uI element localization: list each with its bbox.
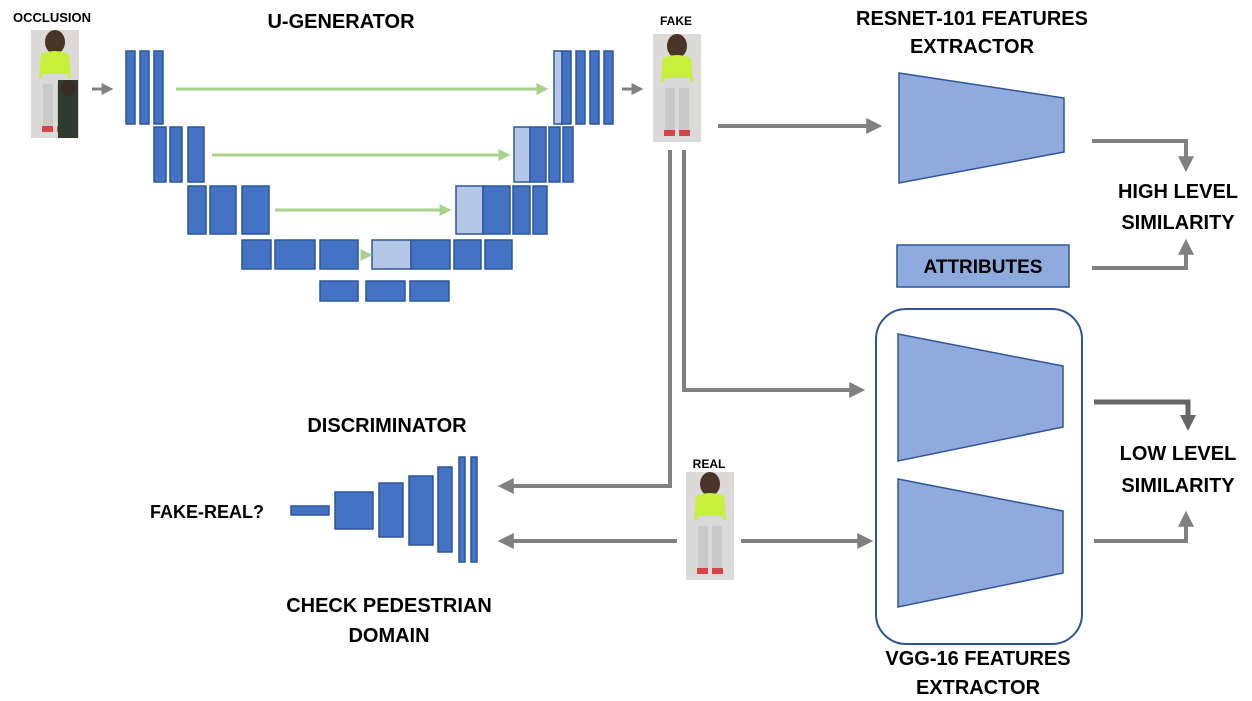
- decoder-block: [561, 50, 572, 125]
- resnet-title-line1: RESNET-101 FEATURES: [856, 8, 1088, 30]
- vgg-title-line2: EXTRACTOR: [916, 677, 1041, 699]
- resnet-extractor: [898, 72, 1065, 184]
- skip-concat-block: [513, 126, 531, 183]
- low-level-line2: SIMILARITY: [1121, 475, 1235, 497]
- decoder-block: [589, 50, 600, 125]
- encoder-block: [209, 185, 237, 235]
- u-generator: [125, 50, 614, 302]
- encoder-block: [153, 50, 164, 125]
- resnet-title-line2: EXTRACTOR: [910, 36, 1035, 58]
- discriminator-block: [378, 482, 404, 538]
- encoder-block: [139, 50, 150, 125]
- low-level-line1: LOW LEVEL: [1120, 443, 1237, 465]
- attributes-label: ATTRIBUTES: [924, 257, 1043, 278]
- discriminator-block: [470, 456, 478, 563]
- discriminator: [290, 456, 478, 563]
- decoder-block: [548, 126, 561, 183]
- decoder-block: [532, 185, 548, 235]
- real-image: [686, 472, 734, 580]
- decoder-block: [482, 185, 511, 235]
- resnet-to-high-arrow: [1092, 139, 1194, 173]
- encoder-block: [153, 126, 167, 183]
- discriminator-block: [334, 491, 374, 530]
- decoder-block: [410, 239, 451, 270]
- attributes-to-high-arrow: [1092, 238, 1194, 270]
- discriminator-block: [437, 466, 453, 553]
- check-domain-line1: CHECK PEDESTRIAN: [286, 595, 492, 617]
- encoder-block: [187, 185, 207, 235]
- real-label: REAL: [693, 457, 726, 471]
- decoder-block: [562, 126, 574, 183]
- fake-image: [653, 34, 701, 142]
- encoder-block: [274, 239, 316, 270]
- vgg-extractor-real: [897, 478, 1064, 608]
- check-domain-line2: DOMAIN: [348, 625, 429, 647]
- encoder-block: [169, 126, 183, 183]
- occlusion-input-image: [31, 30, 79, 138]
- skip-concat-block: [371, 239, 412, 270]
- high-level-line2: SIMILARITY: [1121, 212, 1235, 234]
- discriminator-block: [290, 505, 330, 516]
- bottleneck-block: [319, 280, 359, 302]
- fake-label: FAKE: [660, 14, 692, 28]
- discriminator-title: DISCRIMINATOR: [307, 415, 467, 437]
- attributes-box: [896, 244, 1070, 288]
- encoder-block: [319, 239, 359, 270]
- occlusion-label: OCCLUSION: [13, 10, 91, 25]
- bottleneck-block: [409, 280, 450, 302]
- u-generator-title: U-GENERATOR: [267, 11, 415, 33]
- vgg-extractor-container: [875, 308, 1083, 645]
- discriminator-block: [458, 456, 466, 563]
- decoder-block: [603, 50, 614, 125]
- fake-real-label: FAKE-REAL?: [150, 502, 264, 522]
- encoder-block: [241, 185, 270, 235]
- vgg-title-line1: VGG-16 FEATURES: [885, 648, 1070, 670]
- decoder-block: [453, 239, 482, 270]
- encoder-block: [187, 126, 205, 183]
- decoder-block: [484, 239, 513, 270]
- fake-to-vgg-arrow: [682, 150, 866, 398]
- decoder-block: [512, 185, 531, 235]
- discriminator-block: [408, 475, 434, 546]
- bottleneck-block: [365, 280, 406, 302]
- skip-concat-block: [553, 50, 563, 125]
- high-level-line1: HIGH LEVEL: [1118, 181, 1238, 203]
- skip-concat-block: [455, 185, 484, 235]
- vgg-fake-to-low-arrow: [1094, 399, 1197, 432]
- decoder-block: [575, 50, 586, 125]
- encoder-block: [241, 239, 272, 270]
- vgg-extractor-fake: [897, 333, 1064, 462]
- fake-to-discriminator-arrow: [497, 150, 672, 494]
- decoder-block: [529, 126, 547, 183]
- vgg-real-to-low-arrow: [1094, 510, 1194, 543]
- encoder-block: [125, 50, 136, 125]
